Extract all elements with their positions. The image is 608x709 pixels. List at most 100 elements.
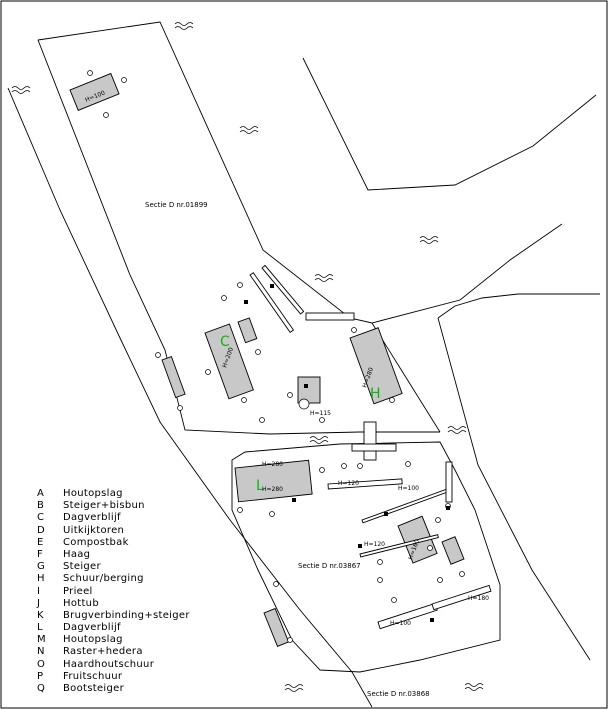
jetty-g — [305, 312, 355, 321]
north-parcel-edge — [37, 21, 563, 324]
north-east-shore — [302, 57, 597, 191]
section-label-top: Sectie D nr.01899 — [145, 201, 208, 209]
marker — [273, 581, 279, 587]
water-symbol — [309, 436, 329, 444]
middle-parcel-edge — [37, 39, 440, 435]
legend-key: H — [37, 573, 45, 585]
legend-row: B Steiger+bisbun — [37, 500, 237, 512]
legend-key: O — [37, 658, 45, 670]
water-symbol — [239, 126, 259, 134]
height-label: H=120 — [364, 541, 385, 548]
water-symbol — [314, 274, 334, 282]
building-h — [349, 327, 403, 405]
marker — [103, 112, 109, 118]
fence-east — [445, 461, 453, 503]
marker — [237, 507, 243, 513]
height-label: H=180 — [468, 595, 489, 602]
building-b — [161, 356, 186, 399]
fence-f — [249, 272, 295, 333]
marker — [255, 349, 261, 355]
water-symbols — [11, 22, 484, 692]
marker — [177, 405, 183, 411]
legend-key: G — [37, 561, 45, 573]
fence-n2 — [359, 534, 439, 558]
water-symbol — [464, 683, 484, 691]
marker — [341, 463, 347, 469]
legend-label: Dagverblijf — [63, 622, 121, 634]
marker — [427, 545, 433, 551]
height-label: H=280 — [262, 486, 283, 493]
legend-label: Fruitschuur — [63, 670, 123, 682]
marker — [237, 282, 243, 288]
marker — [87, 70, 93, 76]
legend-label: Houtopslag — [63, 488, 123, 499]
legend-row: P Fruitschuur — [37, 671, 237, 683]
legend-row: A Houtopslag — [37, 488, 237, 500]
legend-row: L Dagverblijf — [37, 622, 237, 634]
water-symbol — [174, 22, 194, 30]
jetty-q2 — [431, 584, 492, 611]
fixture — [384, 512, 388, 516]
letter-l: L — [256, 478, 264, 494]
marker — [405, 461, 411, 467]
legend-key: F — [37, 548, 43, 560]
marker — [377, 577, 383, 583]
building-p — [441, 536, 465, 565]
marker — [319, 467, 325, 473]
marker — [319, 417, 325, 423]
bridge-k — [363, 421, 377, 461]
legend-label: Bootsteiger — [63, 683, 124, 694]
water-symbol — [284, 684, 304, 692]
hedge-f — [261, 264, 305, 315]
building-c — [204, 323, 254, 400]
legend-key: E — [37, 536, 44, 548]
fixture — [446, 506, 450, 510]
legend-key: A — [37, 488, 44, 499]
marker — [269, 511, 275, 517]
legend-key: J — [37, 597, 40, 609]
legend-label: Houtopslag — [63, 634, 123, 646]
fixture — [430, 618, 434, 622]
marker — [357, 463, 363, 469]
legend-key: L — [37, 622, 43, 634]
building-c-annex — [237, 317, 258, 344]
marker — [459, 571, 465, 577]
height-label: H=100 — [398, 485, 419, 492]
marker — [377, 559, 383, 565]
water-symbol — [11, 86, 31, 94]
legend-label: Haag — [63, 548, 91, 560]
legend-key: P — [37, 670, 44, 682]
marker — [205, 369, 211, 375]
marker — [437, 577, 443, 583]
water-symbol — [419, 236, 439, 244]
hedge-n — [327, 478, 403, 490]
buildings — [69, 72, 465, 647]
marker — [391, 597, 397, 603]
linear-structures — [249, 264, 492, 630]
south-east-shore — [437, 317, 591, 661]
east-shore — [437, 293, 600, 319]
letter-h: H — [370, 386, 381, 402]
bridge-k-deck — [351, 443, 397, 452]
legend-label: Hottub — [63, 597, 99, 609]
fixture — [292, 498, 296, 502]
marker — [351, 327, 357, 333]
legend-key: D — [37, 524, 45, 536]
fence-n — [361, 488, 449, 524]
legend-row: J Hottub — [37, 598, 237, 610]
west-shoreline — [7, 87, 373, 708]
legend-label: Brugverbinding+steiger — [63, 609, 190, 621]
legend-label: Steiger+bisbun — [63, 500, 145, 512]
building-a — [69, 72, 120, 111]
legend-row: O Haardhoutschuur — [37, 659, 237, 671]
legend-key: B — [37, 500, 44, 512]
legend-label: Haardhoutschuur — [63, 658, 155, 670]
